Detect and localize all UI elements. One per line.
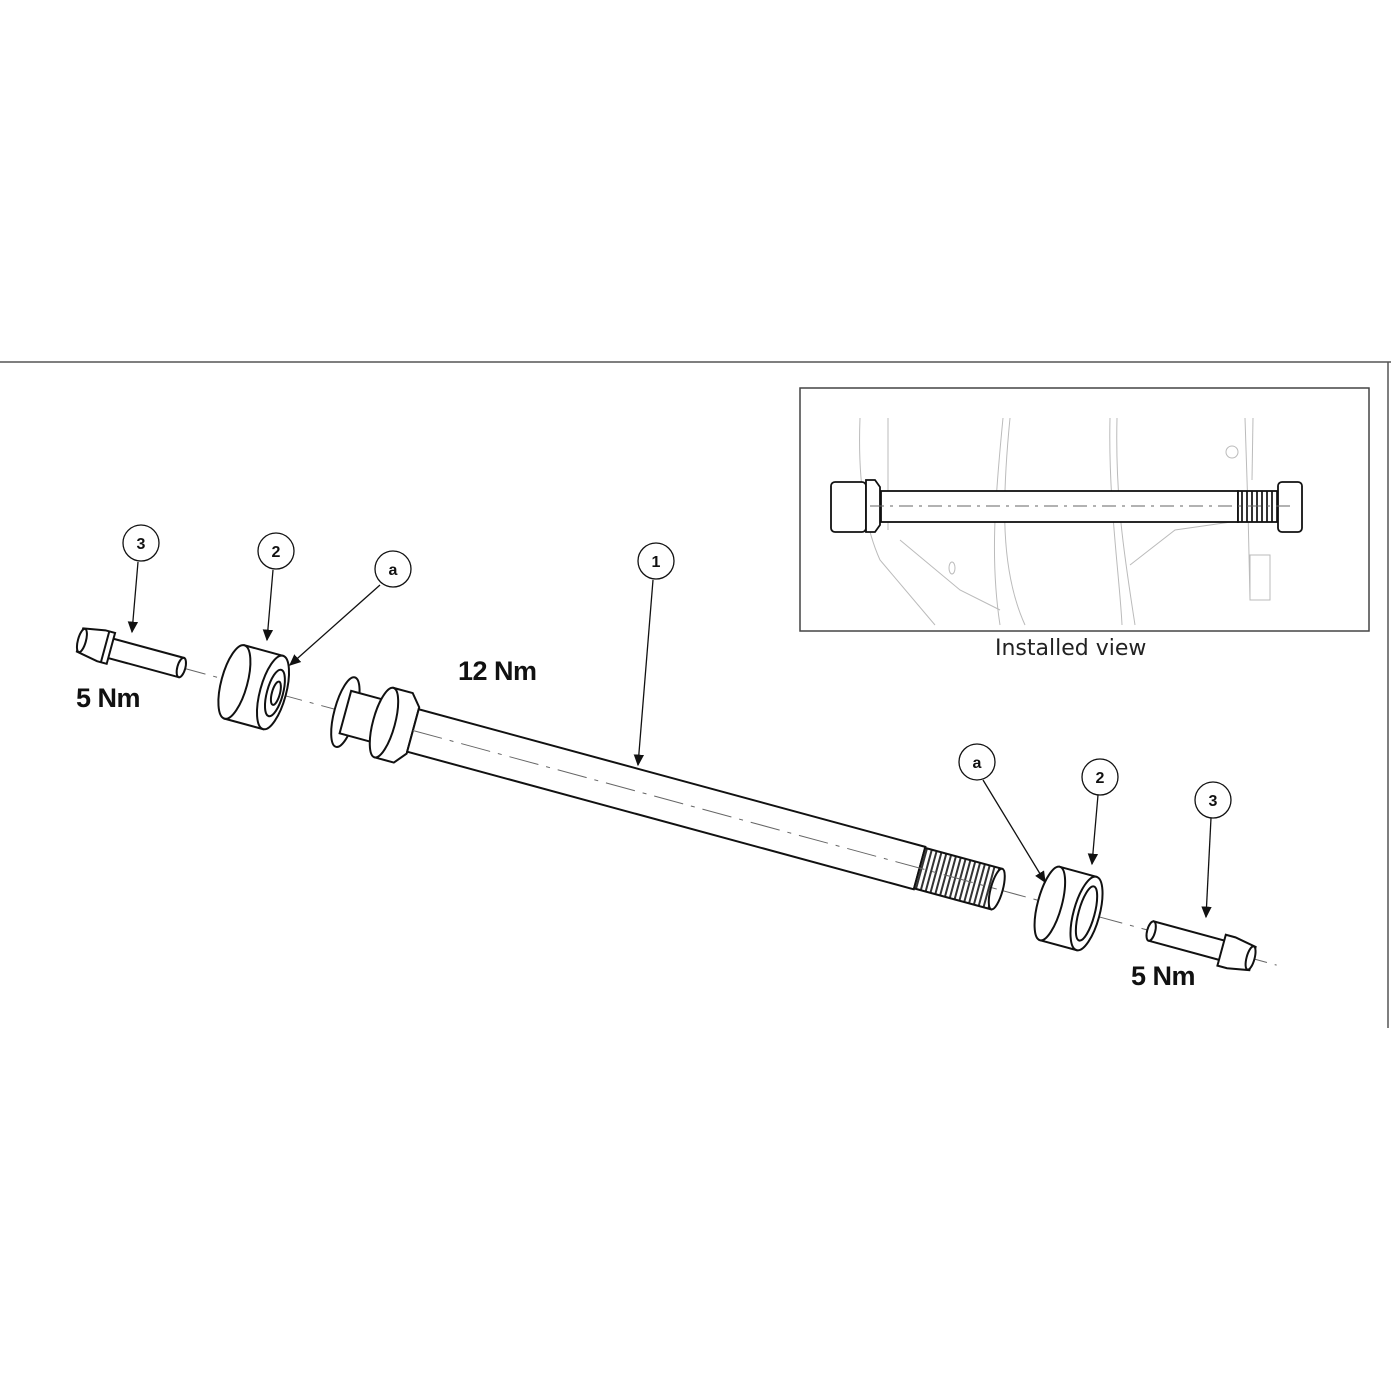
callout-a-left: a — [374, 550, 412, 588]
svg-text:a: a — [973, 755, 982, 772]
svg-text:2: 2 — [272, 544, 281, 561]
svg-text:2: 2 — [1096, 770, 1105, 787]
torque-label-axle: 12 Nm — [458, 656, 537, 686]
callout-3-left: 3 — [122, 524, 160, 562]
spacer-left — [217, 644, 291, 731]
bolt-right — [1145, 920, 1257, 972]
axle — [330, 676, 1006, 911]
callout-3-right: 3 — [1194, 781, 1232, 819]
callout-a-right: a — [958, 743, 996, 781]
torque-label-right-bolt: 5 Nm — [1131, 961, 1196, 991]
callout-2-left: 2 — [257, 532, 295, 570]
callout-1: 1 — [637, 542, 675, 580]
svg-text:3: 3 — [137, 536, 146, 553]
installed-view-inset — [799, 387, 1370, 632]
bolt-left — [75, 627, 187, 679]
svg-text:a: a — [389, 562, 398, 579]
callout-2-right: 2 — [1081, 758, 1119, 796]
torque-label-left-bolt: 5 Nm — [76, 683, 141, 713]
installed-view-caption: Installed view — [995, 636, 1147, 661]
svg-text:1: 1 — [652, 554, 661, 571]
svg-text:3: 3 — [1209, 793, 1218, 810]
spacer-right — [1033, 865, 1104, 952]
